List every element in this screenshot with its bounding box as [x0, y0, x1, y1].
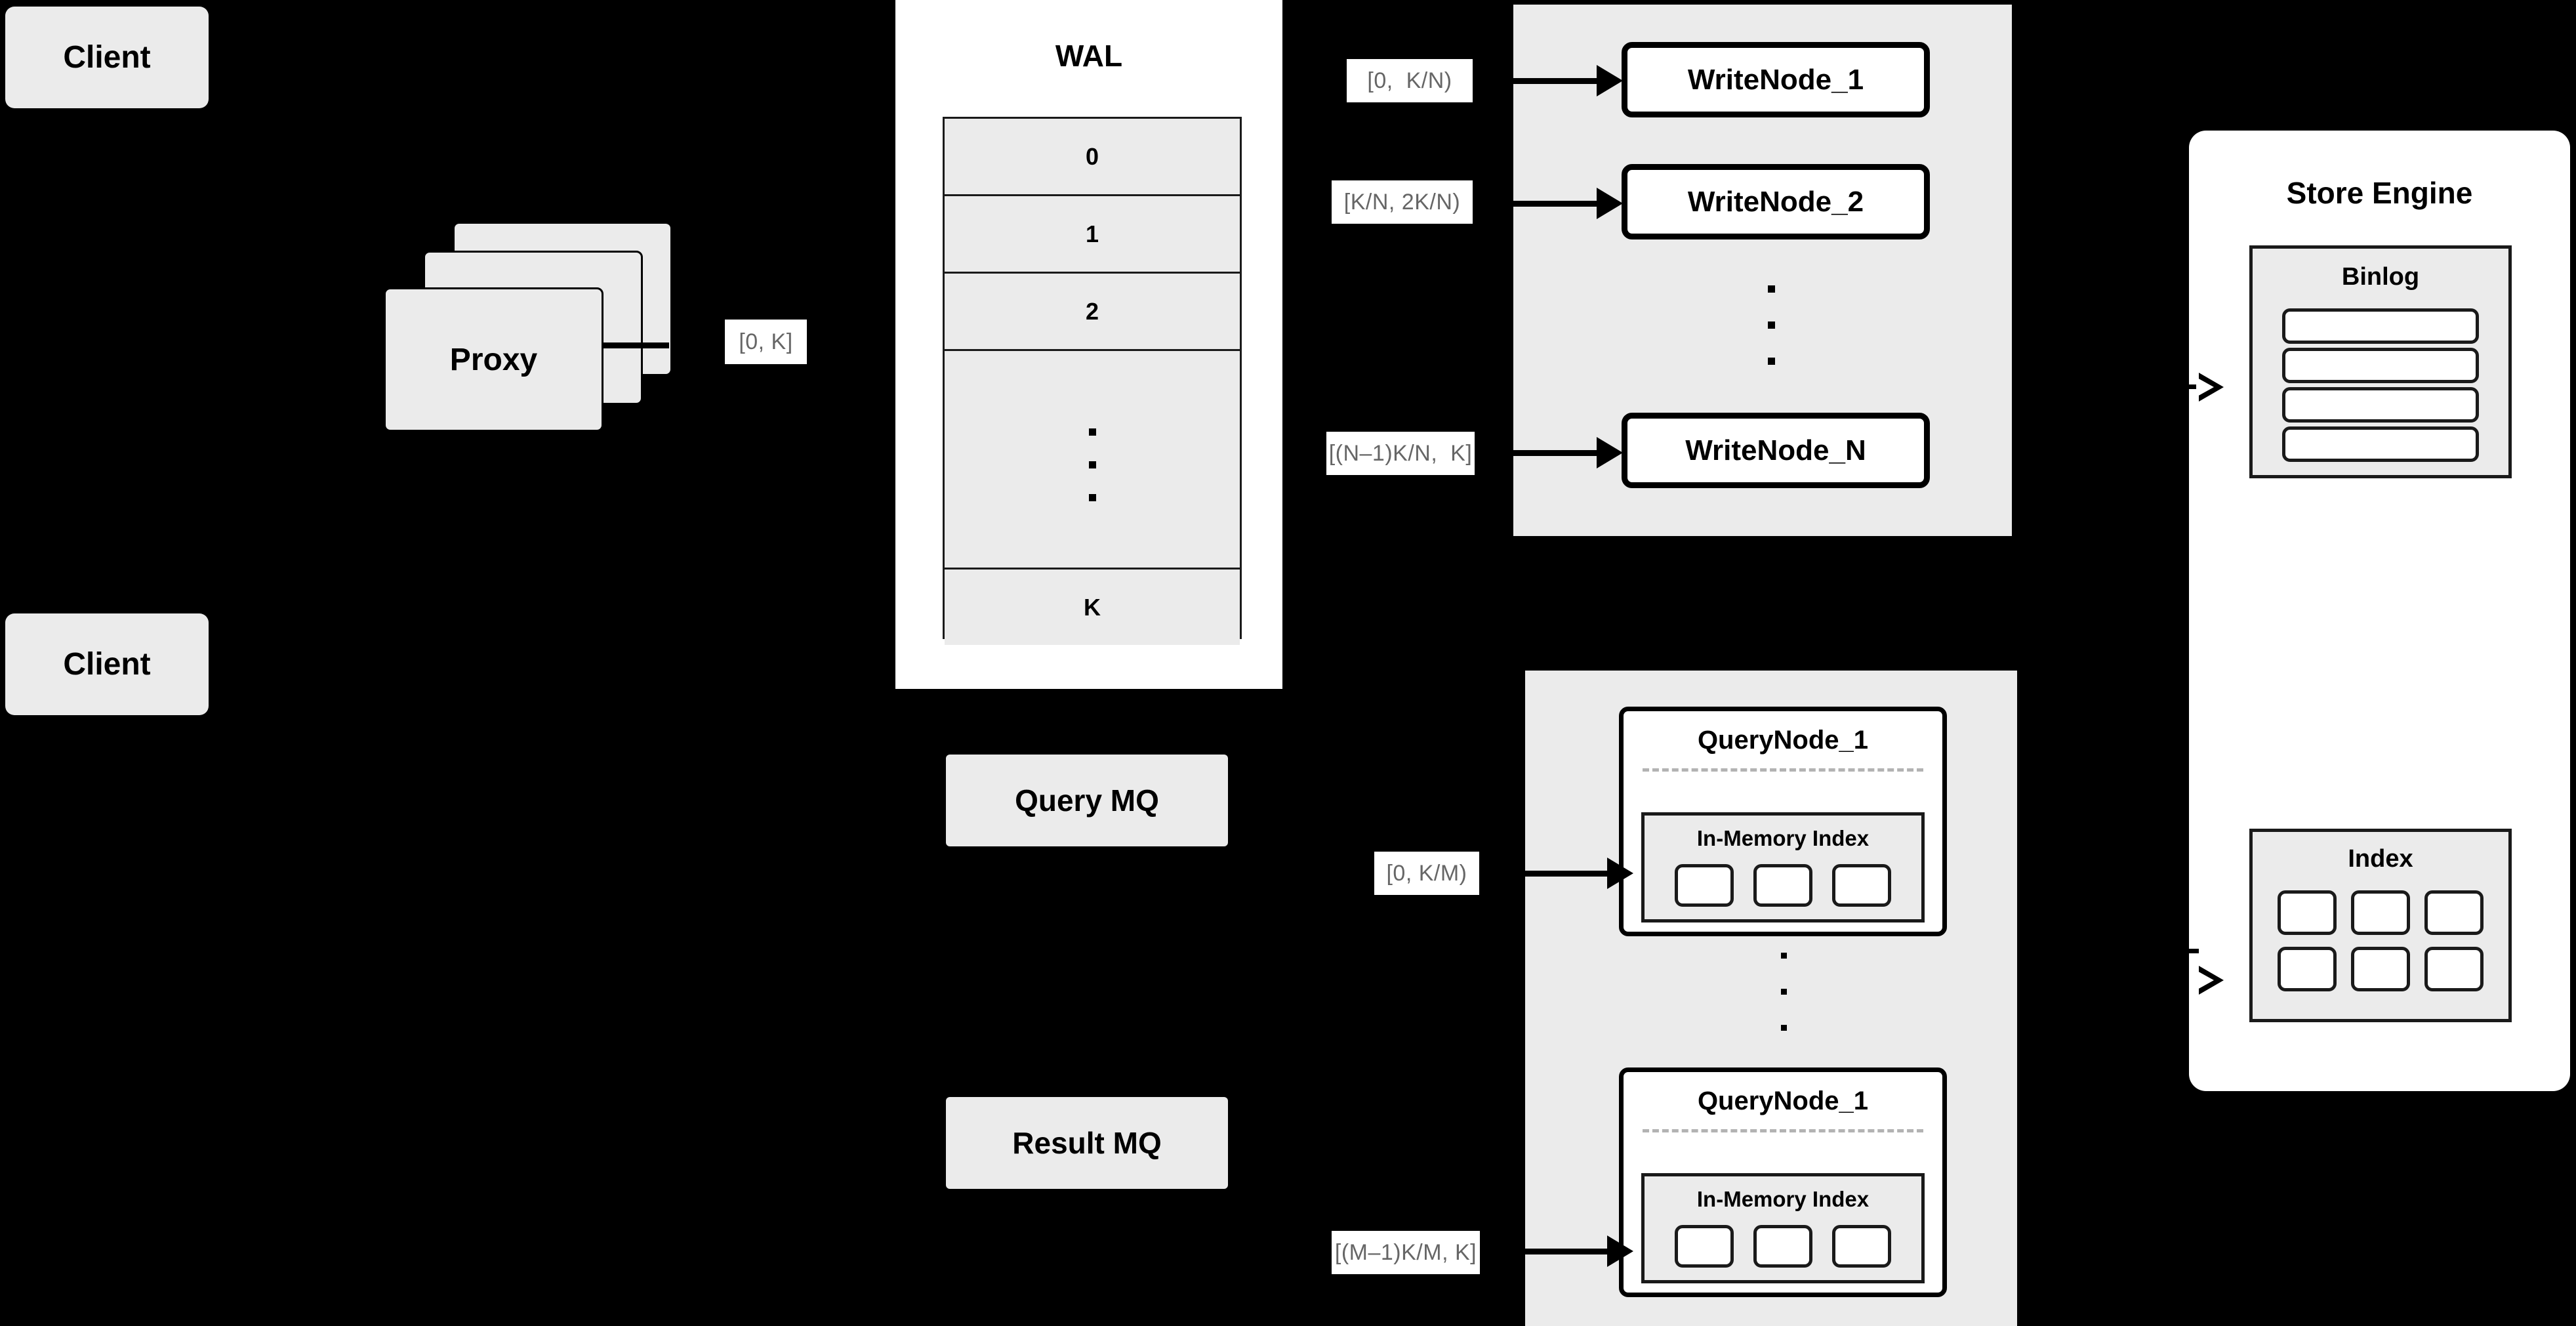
write-node-2-arrow-line	[1485, 201, 1597, 207]
query-node-2-title: QueryNode_1	[1697, 1087, 1869, 1115]
wal-entry-k: K	[1084, 593, 1101, 621]
proxy-label: Proxy	[449, 342, 538, 377]
query-mq-box[interactable]: Query MQ	[946, 755, 1228, 846]
wal-table: 0 1 2 K	[943, 117, 1242, 645]
query-node-1-arrow-line	[1488, 871, 1607, 877]
binlog-slot-4[interactable]	[2282, 426, 2479, 462]
proxy-range-text: [0, K]	[739, 329, 793, 354]
binlog-slot-2[interactable]	[2282, 348, 2479, 383]
query-node-2-arrow-line	[1488, 1249, 1607, 1254]
write-node-n[interactable]: WriteNode_N	[1622, 413, 1930, 488]
proxy-range-tag: [0, K]	[725, 320, 807, 364]
binlog-arrow-head	[2196, 373, 2224, 402]
query-mq-label: Query MQ	[1015, 783, 1159, 818]
write-node-2-arrow-head	[1597, 188, 1623, 219]
write-node-n-range-text: [(N–1)K/N, K]	[1328, 440, 1473, 466]
store-index-slot-6[interactable]	[2424, 947, 2484, 991]
query-cluster-ellipsis-dot-3	[1781, 1025, 1787, 1031]
store-index-slot-4[interactable]	[2278, 947, 2337, 991]
client-box-1[interactable]: Client	[5, 7, 209, 108]
binlog-box: Binlog	[2249, 245, 2512, 478]
client-label-1: Client	[63, 40, 151, 75]
store-index-title: Index	[2348, 845, 2413, 873]
store-index-box: Index	[2249, 829, 2512, 1022]
client-box-2[interactable]: Client	[5, 613, 209, 715]
wal-row-0[interactable]: 0	[945, 119, 1240, 196]
query-node-2-index-slot-1[interactable]	[1675, 1225, 1734, 1268]
query-node-cluster-panel: QueryNode_1 In-Memory Index QueryNode_1 …	[1525, 671, 2017, 1326]
write-node-n-arrow-head	[1597, 437, 1623, 468]
result-mq-label: Result MQ	[1012, 1126, 1162, 1160]
store-index-arrow-head	[2196, 966, 2224, 995]
wal-ellipsis-dot-3	[1089, 494, 1096, 501]
query-node-1-arrow-head	[1607, 858, 1633, 889]
wal-entry-0: 0	[1085, 142, 1099, 170]
write-node-1-range-text: [0, K/N)	[1367, 68, 1452, 93]
store-index-slot-2[interactable]	[2351, 890, 2410, 935]
write-node-1-label: WriteNode_1	[1687, 63, 1864, 96]
wal-row-1[interactable]: 1	[945, 196, 1240, 274]
write-node-n-arrow-line	[1485, 450, 1597, 456]
query-node-1-separator	[1643, 768, 1923, 772]
query-node-2-arrow-head	[1607, 1235, 1633, 1267]
write-node-1[interactable]: WriteNode_1	[1622, 42, 1930, 117]
wal-ellipsis-dot-2	[1089, 461, 1096, 468]
query-node-2-in-memory-index: In-Memory Index	[1641, 1173, 1925, 1283]
proxy-to-wal-line	[603, 342, 669, 348]
wal-entry-2: 2	[1085, 297, 1099, 325]
wal-row-2[interactable]: 2	[945, 274, 1240, 351]
write-cluster-ellipsis-dot-2	[1768, 321, 1775, 329]
query-node-1-range-tag: [0, K/M)	[1374, 852, 1479, 895]
binlog-slot-1[interactable]	[2282, 308, 2479, 344]
write-cluster-ellipsis-dot-3	[1768, 358, 1775, 365]
store-index-slot-1[interactable]	[2278, 890, 2337, 935]
store-index-slot-5[interactable]	[2351, 947, 2410, 991]
write-node-n-range-tag: [(N–1)K/N, K]	[1326, 432, 1475, 475]
write-node-1-arrow-head	[1597, 65, 1623, 96]
store-index-slot-3[interactable]	[2424, 890, 2484, 935]
query-node-1-in-memory-index: In-Memory Index	[1641, 812, 1925, 922]
write-node-2-range-text: [K/N, 2K/N)	[1343, 189, 1461, 215]
query-node-1-range-text: [0, K/M)	[1386, 860, 1467, 886]
write-node-n-label: WriteNode_N	[1685, 434, 1866, 466]
wal-title: WAL	[1055, 39, 1123, 73]
query-node-1-index-slot-3[interactable]	[1832, 864, 1891, 907]
proxy-box[interactable]: Proxy	[384, 287, 603, 432]
store-index-arrow-line	[2158, 949, 2199, 953]
write-node-cluster-panel: WriteNode_1 WriteNode_2 WriteNode_N	[1513, 5, 2012, 536]
write-node-1-arrow-line	[1485, 78, 1597, 84]
query-cluster-ellipsis-dot-2	[1781, 989, 1787, 995]
query-node-1-index-slot-2[interactable]	[1753, 864, 1812, 907]
wal-panel: WAL 0 1 2 K	[895, 0, 1282, 689]
query-node-1-title: QueryNode_1	[1697, 726, 1869, 755]
store-engine-title: Store Engine	[2286, 176, 2473, 210]
binlog-arrow-line	[2158, 384, 2199, 389]
query-node-1-index-title: In-Memory Index	[1696, 826, 1870, 850]
query-node-2-index-slot-3[interactable]	[1832, 1225, 1891, 1268]
query-node-1-index-slot-1[interactable]	[1675, 864, 1734, 907]
query-node-2-separator	[1643, 1129, 1923, 1132]
write-node-2[interactable]: WriteNode_2	[1622, 164, 1930, 239]
write-node-2-range-tag: [K/N, 2K/N)	[1332, 180, 1473, 224]
store-engine-panel: Store Engine Binlog Index	[2189, 131, 2570, 1091]
wal-ellipsis-dot-1	[1089, 428, 1096, 436]
query-node-2[interactable]: QueryNode_1 In-Memory Index	[1619, 1067, 1947, 1297]
wal-entry-1: 1	[1085, 220, 1099, 247]
wal-row-ellipsis	[945, 351, 1240, 570]
binlog-slot-3[interactable]	[2282, 387, 2479, 423]
query-node-2-range-text: [(M–1)K/M, K]	[1334, 1239, 1477, 1265]
query-node-2-index-slot-2[interactable]	[1753, 1225, 1812, 1268]
query-node-2-index-title: In-Memory Index	[1696, 1187, 1870, 1211]
wal-row-k[interactable]: K	[945, 570, 1240, 645]
query-node-2-range-tag: [(M–1)K/M, K]	[1332, 1231, 1480, 1274]
query-cluster-ellipsis-dot-1	[1781, 953, 1787, 959]
write-node-1-range-tag: [0, K/N)	[1347, 59, 1473, 102]
write-node-2-label: WriteNode_2	[1687, 185, 1864, 218]
result-mq-box[interactable]: Result MQ	[946, 1097, 1228, 1189]
client-label-2: Client	[63, 647, 151, 682]
write-cluster-ellipsis-dot-1	[1768, 285, 1775, 293]
query-node-1[interactable]: QueryNode_1 In-Memory Index	[1619, 707, 1947, 936]
binlog-title: Binlog	[2341, 263, 2420, 291]
